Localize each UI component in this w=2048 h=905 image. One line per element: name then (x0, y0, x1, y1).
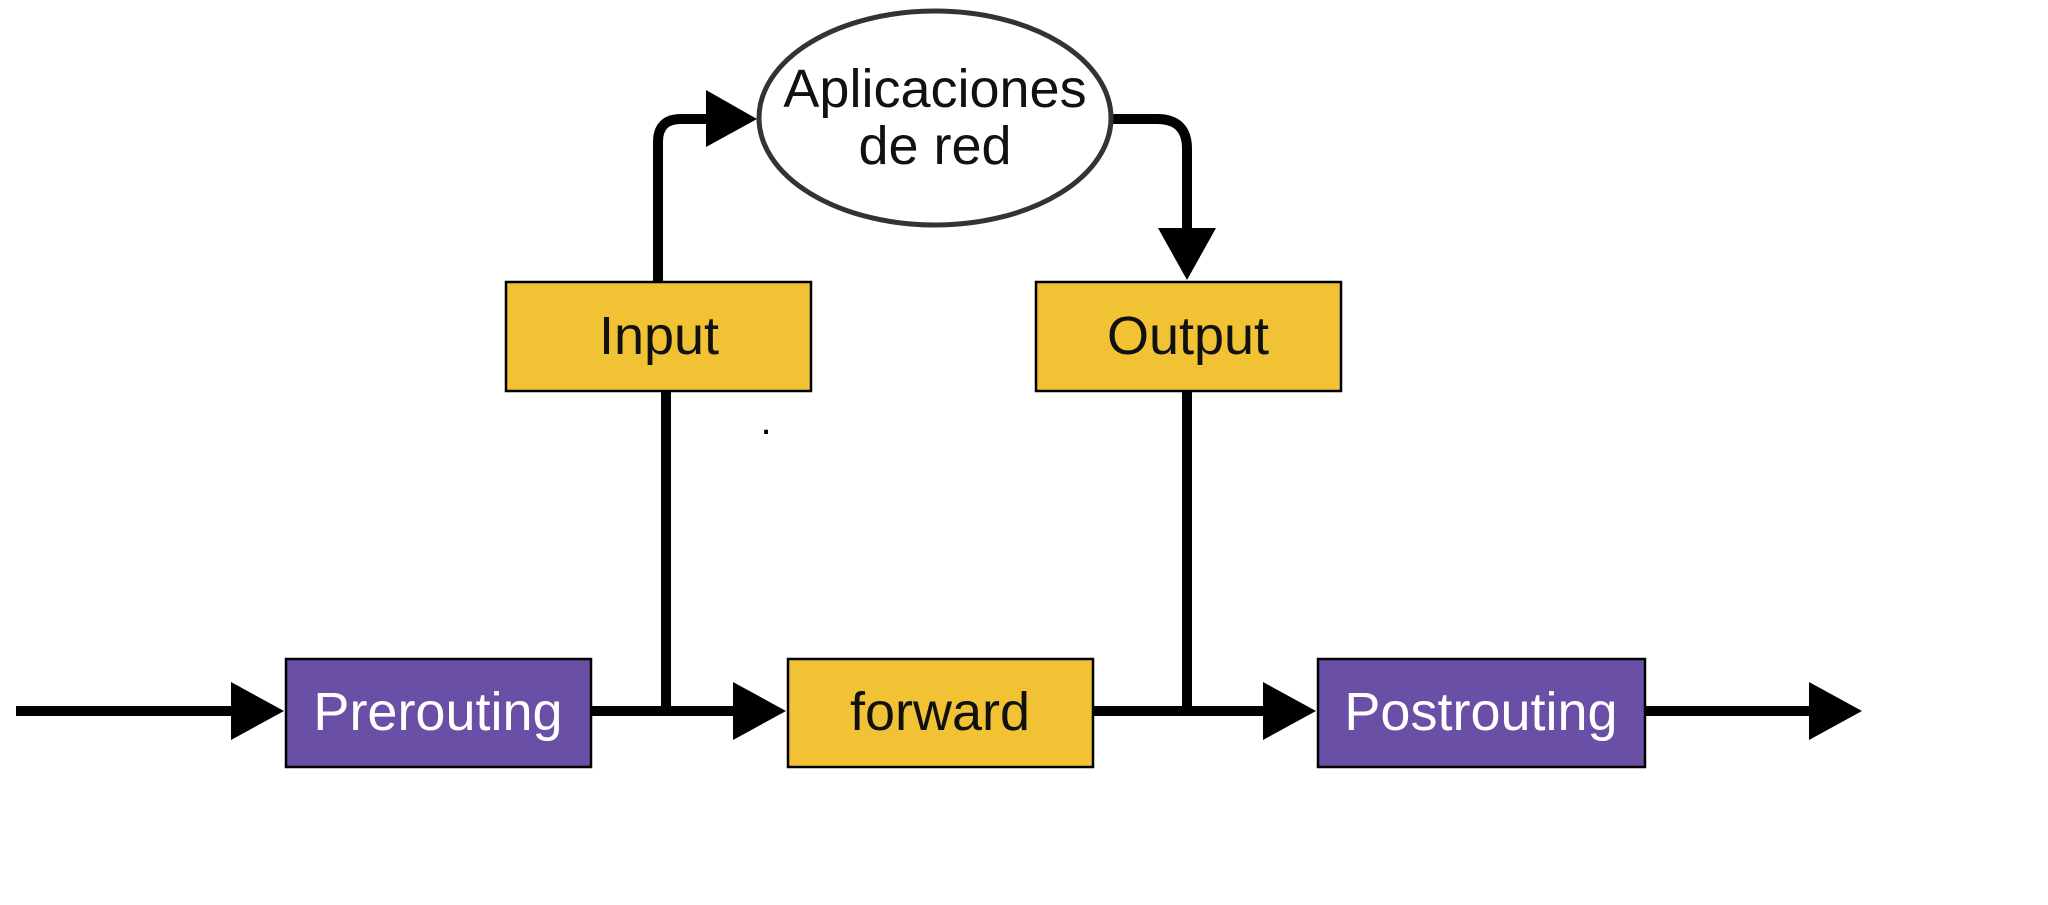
apps-to-output-line (1112, 114, 1192, 232)
arrowhead-to-output (1158, 228, 1216, 280)
apps-ellipse (756, 8, 1114, 228)
prerouting-box (284, 657, 593, 769)
arrowheads (231, 90, 1862, 740)
forward-box (786, 657, 1095, 769)
output-node: Output (1034, 280, 1343, 393)
postrouting-box (1316, 657, 1647, 769)
postrouting-node: Postrouting (1316, 657, 1647, 769)
forward-label: forward (850, 682, 1030, 742)
forward-node: forward (786, 657, 1095, 769)
output-box (1034, 280, 1343, 393)
output-label: Output (1107, 306, 1269, 366)
arrowhead-to-prerouting (231, 682, 284, 740)
postrouting-label: Postrouting (1344, 682, 1617, 742)
apps-node: Aplicaciones de red (756, 8, 1114, 228)
input-label: Input (599, 306, 719, 366)
arrowhead-to-postrouting (1263, 682, 1316, 740)
prerouting-label: Prerouting (313, 682, 562, 742)
arrowhead-exit (1809, 682, 1862, 740)
connectors (16, 114, 1812, 716)
apps-label-line2: de red (858, 116, 1011, 176)
stray-dot: . (760, 399, 771, 443)
arrowhead-to-forward (733, 682, 786, 740)
prerouting-node: Prerouting (284, 657, 593, 769)
apps-label-line1: Aplicaciones (783, 59, 1086, 119)
arrowhead-to-apps (706, 90, 757, 147)
input-to-apps-line (653, 114, 710, 282)
input-box (504, 280, 813, 393)
input-node: Input (504, 280, 813, 393)
